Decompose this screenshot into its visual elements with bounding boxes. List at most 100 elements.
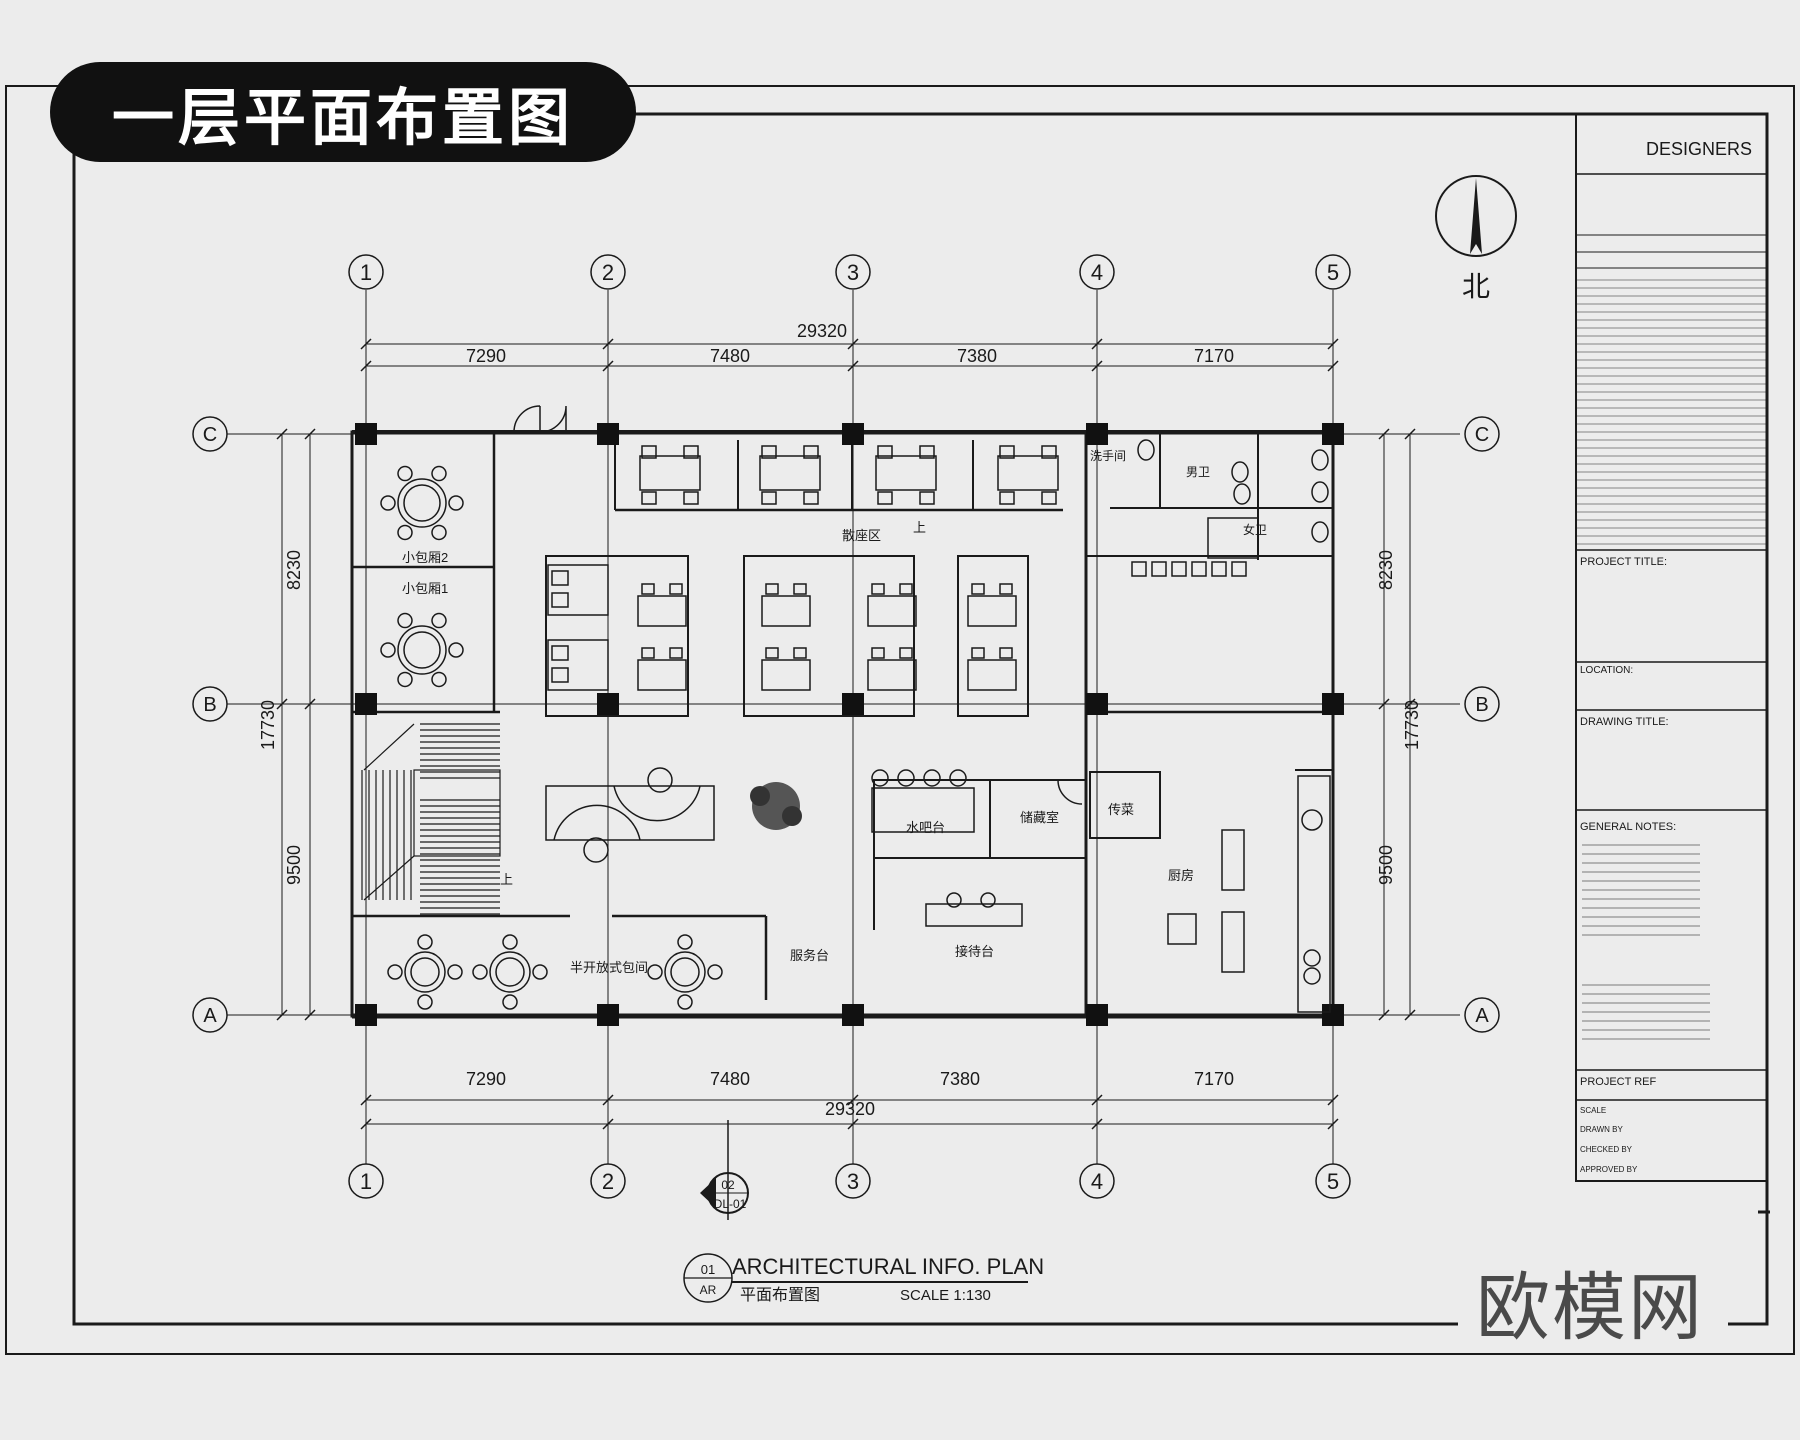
axis-bubble-row-C-left: C	[192, 416, 228, 452]
rect-table	[875, 455, 937, 491]
rect-table	[867, 659, 917, 691]
svg-text:1: 1	[360, 1169, 372, 1194]
dim-bottom-span-3: 7380	[940, 1069, 980, 1089]
dim-left-overall: 17730	[258, 700, 278, 750]
rect-table	[547, 639, 609, 691]
svg-text:3: 3	[847, 260, 859, 285]
designers-label: DESIGNERS	[1646, 139, 1752, 159]
axis-bubble-col-3-top: 3	[835, 254, 871, 290]
rect-table	[639, 455, 701, 491]
section-marker: 02 DL-01	[700, 1120, 749, 1220]
sheet-title-badge: 一层平面布置图	[50, 62, 636, 162]
room-label-pass: 传菜	[1108, 802, 1134, 817]
rect-table	[967, 595, 1017, 627]
general-notes-lines	[1582, 844, 1710, 1040]
grid-lines	[222, 290, 1460, 1165]
dim-bottom-span-4: 7170	[1194, 1069, 1234, 1089]
dim-right-overall: 17730	[1402, 700, 1422, 750]
axis-bubble-col-3-bottom: 3	[835, 1163, 871, 1199]
drawn-label: DRAWN BY	[1580, 1125, 1623, 1134]
rect-table	[759, 455, 821, 491]
revision-table	[1576, 279, 1767, 545]
dim-left-lower: 9500	[284, 845, 304, 885]
rect-table	[637, 659, 687, 691]
axis-bubble-row-B-left: B	[192, 686, 228, 722]
room-label-up-top: 上	[913, 520, 926, 535]
room-label-kitchen: 厨房	[1168, 868, 1194, 883]
room-label-semi-open: 半开放式包间	[570, 960, 648, 975]
dim-left-upper: 8230	[284, 550, 304, 590]
axis-bubble-row-B-right: B	[1464, 686, 1500, 722]
section-number: 02	[721, 1178, 735, 1192]
axis-bubble-row-A-right: A	[1464, 997, 1500, 1033]
north-label: 北	[1462, 271, 1490, 302]
axis-bubble-col-2-top: 2	[590, 254, 626, 290]
dim-top-span-4: 7170	[1194, 346, 1234, 366]
rect-table	[547, 564, 609, 616]
rect-table	[967, 659, 1017, 691]
svg-text:5: 5	[1327, 260, 1339, 285]
dim-top-span-3: 7380	[957, 346, 997, 366]
axis-bubble-col-4-top: 4	[1079, 254, 1115, 290]
rect-table	[761, 659, 811, 691]
axis-bubble-col-2-bottom: 2	[590, 1163, 626, 1199]
round-table	[380, 465, 464, 541]
svg-text:5: 5	[1327, 1169, 1339, 1194]
rect-table	[637, 595, 687, 627]
drawing-caption: 01 AR ARCHITECTURAL INFO. PLAN 平面布置图 SCA…	[683, 1253, 1044, 1304]
sheet-title: 一层平面布置图	[111, 81, 574, 154]
round-table	[380, 612, 464, 688]
dim-right-lower: 9500	[1376, 845, 1396, 885]
brand-watermark: 欧模网	[1476, 1265, 1704, 1351]
approved-label: APPROVED BY	[1580, 1165, 1638, 1174]
svg-text:C: C	[1475, 424, 1489, 446]
round-table	[647, 934, 723, 1010]
round-table	[472, 934, 548, 1010]
caption-code: AR	[700, 1283, 717, 1297]
inner-frame	[72, 112, 1769, 1326]
rect-table	[867, 595, 917, 627]
svg-text:2: 2	[602, 260, 614, 285]
structural-columns	[355, 423, 1344, 1026]
room-label-up-left: 上	[500, 872, 513, 887]
dim-top-overall: 29320	[797, 321, 847, 341]
rect-table	[761, 595, 811, 627]
axis-bubble-col-1-bottom: 1	[348, 1163, 384, 1199]
axis-bubble-col-5-bottom: 5	[1315, 1163, 1351, 1199]
axis-bubble-col-1-top: 1	[348, 254, 384, 290]
caption-title: ARCHITECTURAL INFO. PLAN	[732, 1254, 1044, 1279]
checked-label: CHECKED BY	[1580, 1145, 1633, 1154]
axis-bubble-col-5-top: 5	[1315, 254, 1351, 290]
axis-bubble-col-4-bottom: 4	[1079, 1163, 1115, 1199]
room-label-reception: 接待台	[955, 944, 994, 959]
dimension-lines	[276, 338, 1416, 1130]
room-label-mens: 男卫	[1186, 465, 1210, 479]
svg-text:B: B	[203, 694, 216, 716]
room-label-service: 服务台	[790, 948, 829, 963]
rect-table	[997, 455, 1059, 491]
room-label-private-1: 小包厢1	[402, 581, 448, 596]
caption-scale: SCALE 1:130	[900, 1287, 991, 1304]
scale-label: SCALE	[1580, 1106, 1606, 1115]
svg-text:B: B	[1475, 694, 1488, 716]
axis-bubble-row-A-left: A	[192, 997, 228, 1033]
svg-text:C: C	[203, 424, 217, 446]
dim-bottom-span-2: 7480	[710, 1069, 750, 1089]
plant	[750, 782, 802, 830]
dim-bottom-span-1: 7290	[466, 1069, 506, 1089]
general-notes-label: GENERAL NOTES:	[1580, 821, 1676, 833]
svg-text:4: 4	[1091, 1169, 1103, 1194]
svg-text:3: 3	[847, 1169, 859, 1194]
north-arrow: 北	[1435, 175, 1517, 302]
dim-right-upper: 8230	[1376, 550, 1396, 590]
dim-top-span-2: 7480	[710, 346, 750, 366]
svg-text:1: 1	[360, 260, 372, 285]
drawing-title-label: DRAWING TITLE:	[1580, 716, 1669, 728]
project-title-label: PROJECT TITLE:	[1580, 556, 1667, 568]
dim-top-span-1: 7290	[466, 346, 506, 366]
staircase	[361, 723, 501, 915]
room-label-storage: 储藏室	[1020, 810, 1059, 825]
caption-number: 01	[701, 1262, 715, 1277]
